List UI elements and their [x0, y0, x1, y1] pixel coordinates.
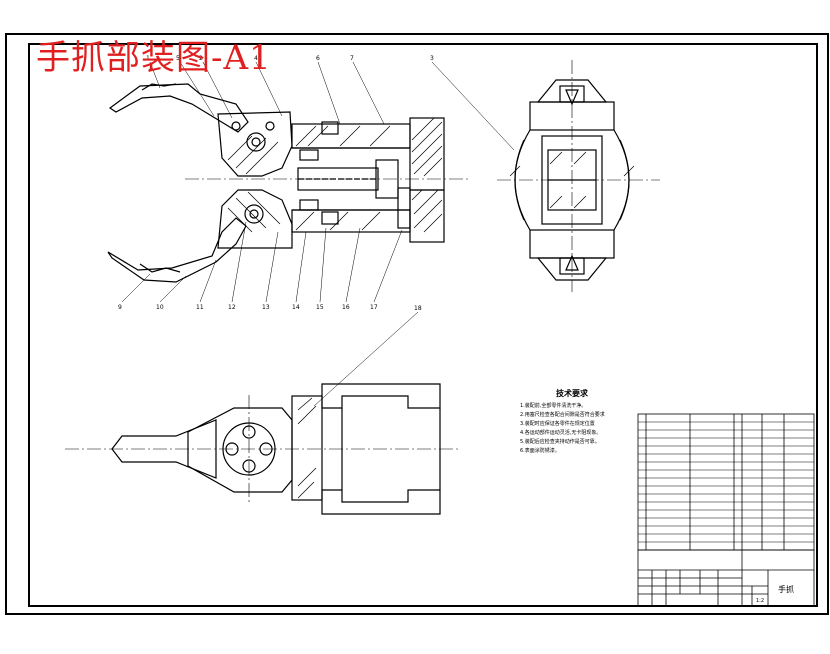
balloon-17: 17: [370, 304, 378, 311]
balloon-4: 4: [254, 55, 258, 62]
balloon-5: 5: [176, 55, 180, 62]
inner-border: [28, 43, 818, 607]
tech-item: 5.装配后应检查夹持动作是否可靠。: [520, 439, 600, 445]
tech-item: 2.用塞尺检查各配合间隙是否符合要求: [520, 412, 605, 418]
balloon-1: 1: [146, 55, 150, 62]
upper-jaw: [217, 111, 293, 177]
front-section-view: [107, 83, 445, 283]
balloon-15: 15: [316, 304, 324, 311]
tech-item: 6.表面涂防锈漆。: [520, 448, 560, 454]
side-view: [514, 79, 630, 281]
title-block: [637, 549, 815, 607]
lower-finger: [107, 217, 247, 283]
balloon-13: 13: [262, 304, 270, 311]
side-hatching: [509, 151, 635, 209]
balloon-labels: 1 2 3 4 5 6 7 9 10 11 12 13 14 15 16 17 …: [118, 55, 434, 312]
balloon-12: 12: [228, 304, 236, 311]
tech-item: 1.装配前,全部零件清洗干净。: [520, 403, 587, 409]
jaw-plate: [187, 407, 293, 493]
technical-requirements-heading: 技术要求: [556, 389, 588, 398]
gripper-tip: [111, 419, 217, 479]
leader-lines: [121, 61, 515, 407]
balloon-10: 10: [156, 304, 164, 311]
balloon-14: 14: [292, 304, 300, 311]
upper-finger: [108, 83, 249, 133]
balloon-3: 3: [430, 55, 434, 62]
parts-list-table: [637, 413, 815, 551]
outer-frame: [5, 33, 829, 615]
title-block-scale: 1:2: [756, 598, 764, 604]
tech-item: 3.装配时应保证各零件在规定位置: [520, 421, 595, 427]
balloon-11: 11: [196, 304, 204, 311]
balloon-9: 9: [118, 304, 122, 311]
balloon-18: 18: [414, 305, 422, 312]
balloon-7: 7: [350, 55, 354, 62]
drawing-title: 手抓部装图-A1: [36, 38, 272, 78]
balloon-6: 6: [316, 55, 320, 62]
tech-item: 4.各运动部件运动灵活,无卡阻现象。: [520, 430, 602, 436]
balloon-2: 2: [199, 55, 203, 62]
section-hatching: [227, 117, 443, 233]
technical-requirements-list: 1.装配前,全部零件清洗干净。 2.用塞尺检查各配合间隙是否符合要求 3.装配时…: [520, 402, 640, 456]
top-view-hatching: [297, 397, 317, 499]
top-view: [111, 383, 441, 515]
title-block-part-name: 手抓: [778, 584, 794, 594]
lower-jaw: [217, 189, 293, 249]
balloon-16: 16: [342, 304, 350, 311]
